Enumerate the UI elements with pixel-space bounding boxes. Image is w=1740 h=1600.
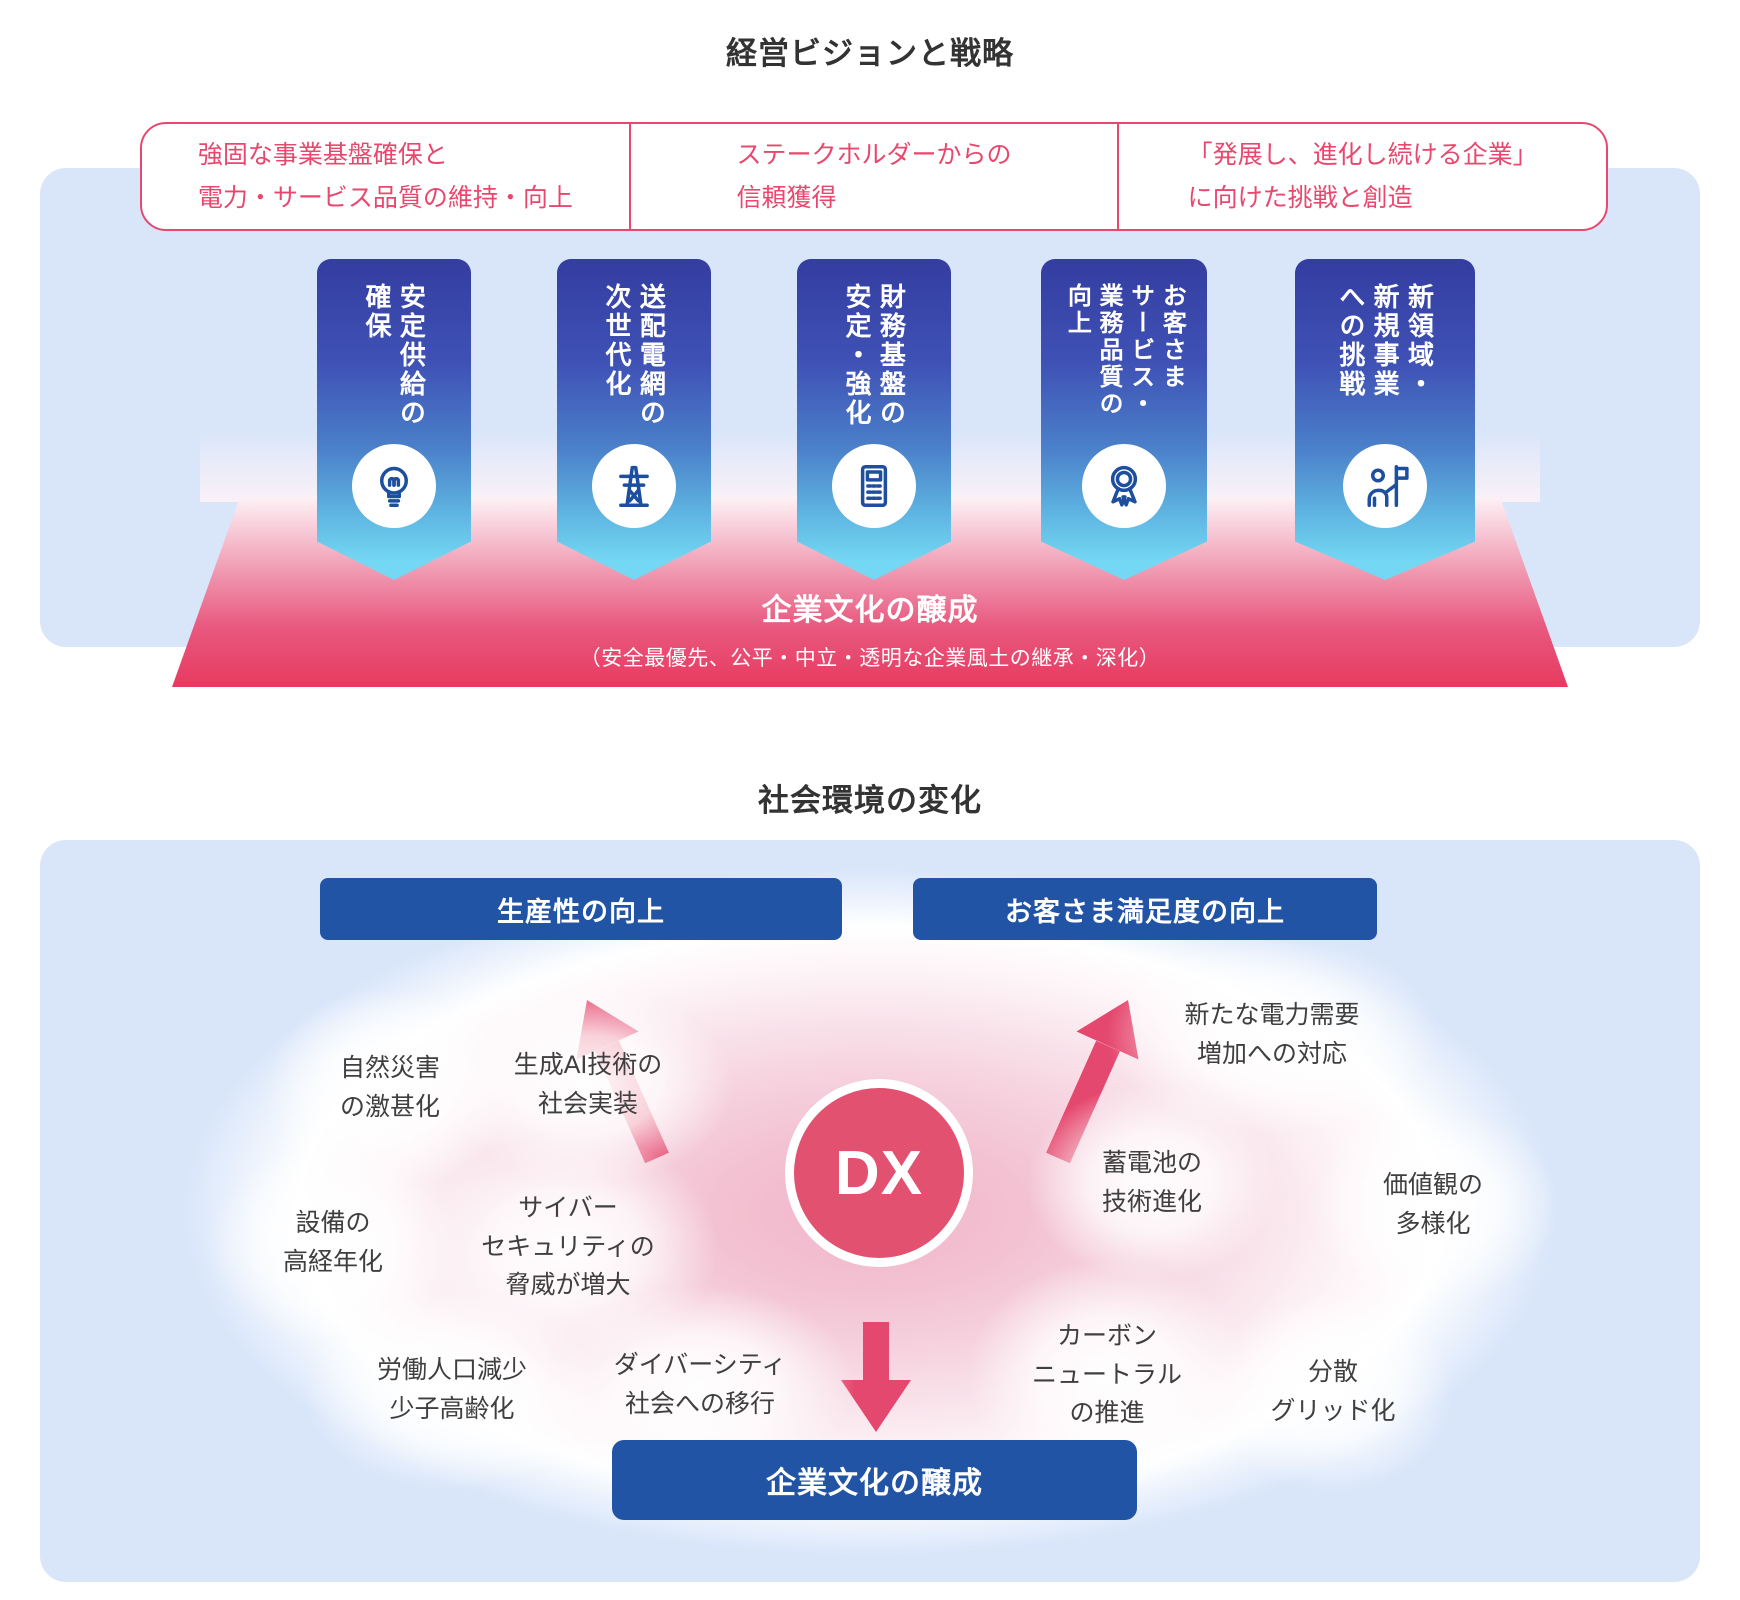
pillar-banner-new-business: 新領域・ 新規事業 への挑戦 [1295, 259, 1475, 580]
pillar-label-wrap: 新領域・ 新規事業 への挑戦 [1295, 283, 1475, 399]
pillar-label-wrap: 送配電網の 次世代化 [557, 283, 711, 428]
outcome-banner-productivity: 生産性の向上 [320, 878, 842, 940]
goal-cell-challenge-creation: 「発展し、進化し続ける企業」 に向けた挑戦と創造 [1117, 124, 1606, 229]
calculator-icon [832, 444, 916, 528]
goal-text: ステークホルダーからの 信頼獲得 [736, 141, 1012, 212]
goal-cell-stakeholder-trust: ステークホルダーからの 信頼獲得 [628, 124, 1118, 229]
vision-goals-box: 強固な事業基盤確保と 電力・サービス品質の維持・向上 ステークホルダーからの 信… [140, 122, 1608, 231]
culture-bottom-banner: 企業文化の醸成 [612, 1440, 1137, 1520]
goal-cell-business-base: 強固な事業基盤確保と 電力・サービス品質の維持・向上 [142, 124, 629, 229]
culture-foundation-title: 企業文化の醸成 [761, 594, 979, 627]
person-flag-icon [1343, 444, 1427, 528]
pillar-label: 財務基盤の 安定・強化 [842, 283, 907, 428]
pillar-label: 安定供給の 確保 [362, 283, 427, 428]
pillar-label-wrap: お客さま サービス・ 業務品質の 向上 [1041, 283, 1207, 418]
pillar-banner-customer-service: お客さま サービス・ 業務品質の 向上 [1041, 259, 1207, 580]
arrow-down-icon [841, 1322, 911, 1432]
factor-distributed-grid: 分散 グリッド化 [1213, 1292, 1453, 1492]
vision-section-title: 経営ビジョンと戦略 [726, 36, 1014, 71]
pillar-label: 送配電網の 次世代化 [602, 283, 667, 428]
pillar-banner-financial-base: 財務基盤の 安定・強化 [797, 259, 951, 580]
pillar-banner-grid-nextgen: 送配電網の 次世代化 [557, 259, 711, 580]
culture-foundation-subtitle: （安全最優先、公平・中立・透明な企業風土の継承・深化） [579, 647, 1161, 670]
factor-battery-technology: 蓄電池の 技術進化 [1027, 1083, 1277, 1283]
pillar-label: 新領域・ 新規事業 への挑戦 [1335, 283, 1435, 399]
goal-text: 「発展し、進化し続ける企業」 に向けた挑戦と創造 [1187, 141, 1538, 212]
lightbulb-icon [352, 444, 436, 528]
dx-circle: DX [785, 1079, 973, 1267]
pillar-label-wrap: 財務基盤の 安定・強化 [797, 283, 951, 428]
environment-section-title: 社会環境の変化 [758, 783, 982, 818]
transmission-tower-icon [592, 444, 676, 528]
factor-diverse-values: 価値観の 多様化 [1308, 1105, 1558, 1305]
pillar-label-wrap: 安定供給の 確保 [317, 283, 471, 428]
outcome-banner-customer-satisfaction: お客さま満足度の向上 [913, 878, 1377, 940]
goal-text: 強固な事業基盤確保と 電力・サービス品質の維持・向上 [197, 141, 573, 212]
pillar-label: お客さま サービス・ 業務品質の 向上 [1063, 283, 1186, 418]
medal-icon [1082, 444, 1166, 528]
pillar-banner-stable-supply: 安定供給の 確保 [317, 259, 471, 580]
